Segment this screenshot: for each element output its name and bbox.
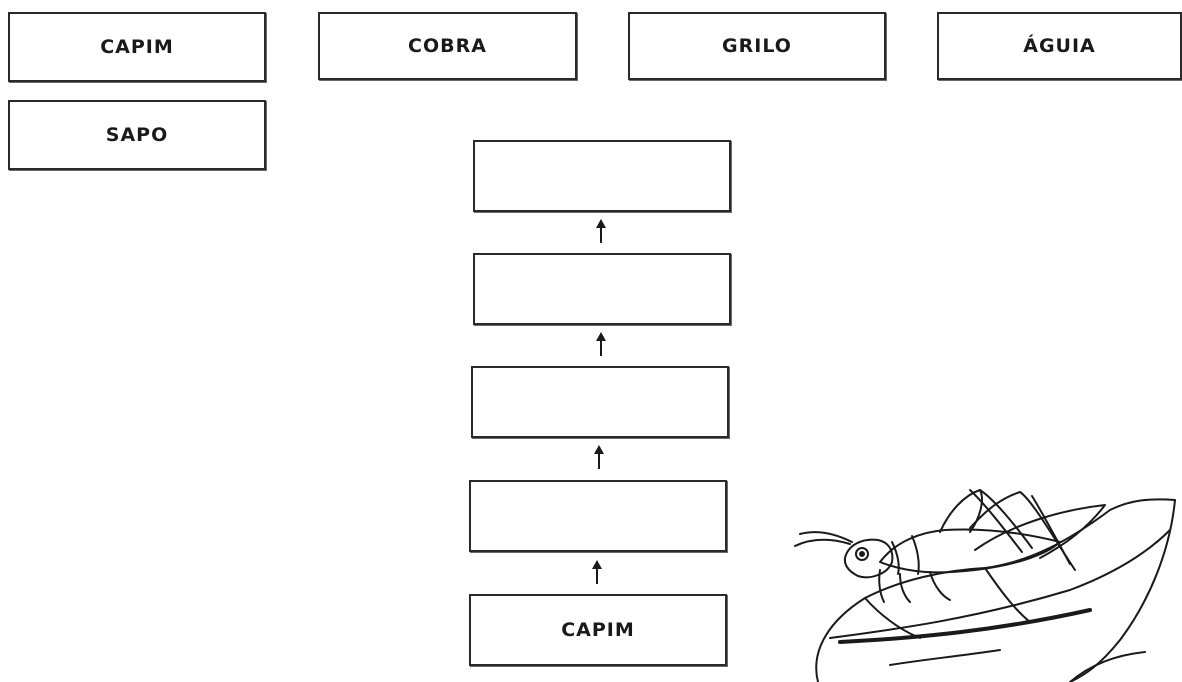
chain-box-label: CAPIM [561,619,635,641]
word-card-label: ÁGUIA [1023,35,1096,57]
chain-box-level-5[interactable] [473,140,731,212]
chain-box-level-4[interactable] [473,253,731,325]
word-card-capim[interactable]: CAPIM [8,12,266,82]
word-card-label: COBRA [408,35,487,57]
word-card-grilo[interactable]: GRILO [628,12,886,80]
word-card-label: CAPIM [100,36,174,58]
word-card-cobra[interactable]: COBRA [318,12,577,80]
chain-box-level-2[interactable] [469,480,727,552]
word-card-label: GRILO [722,35,792,57]
word-card-label: SAPO [105,124,169,146]
word-card-aguia[interactable]: ÁGUIA [937,12,1182,80]
arrow-up-icon [596,332,606,356]
arrow-up-icon [594,445,604,469]
arrow-up-icon [596,219,606,243]
word-card-sapo[interactable]: SAPO [8,100,266,170]
arrow-up-icon [592,560,602,584]
grasshopper-icon [794,489,1176,682]
chain-box-level-3[interactable] [471,366,729,438]
chain-box-level-1[interactable]: CAPIM [469,594,727,666]
